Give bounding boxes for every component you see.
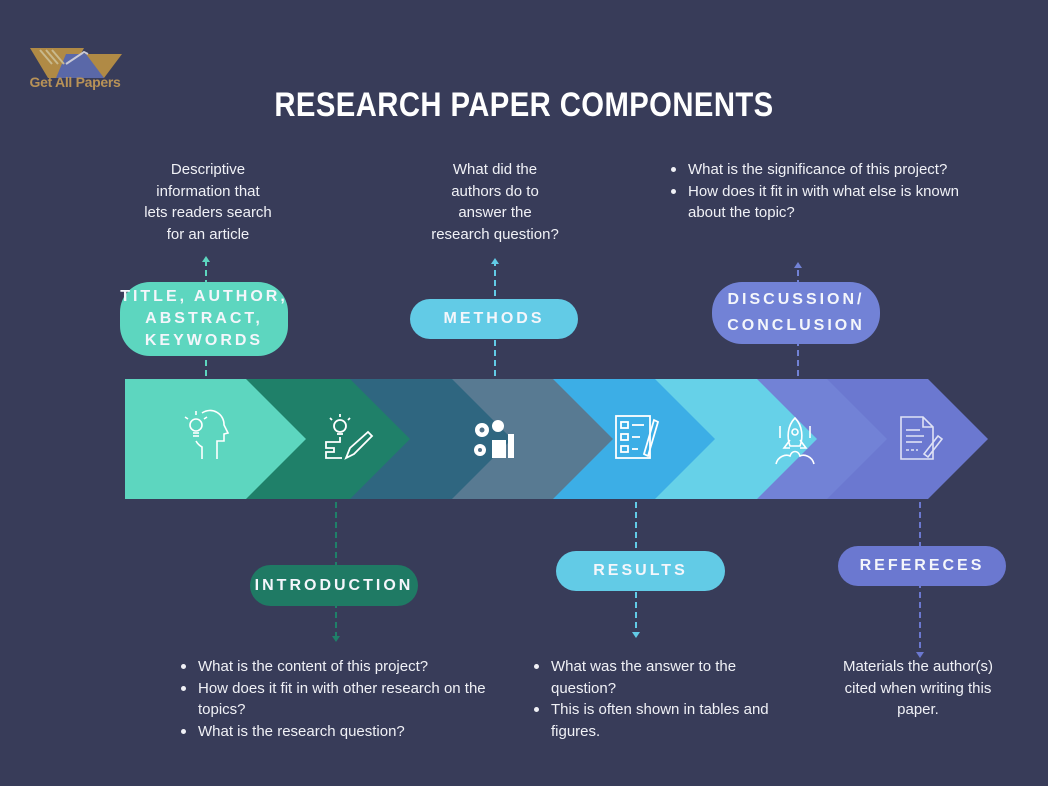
pill-label-line: KEYWORDS (144, 332, 264, 349)
references-description: Materials the author(s) cited when writi… (828, 656, 1008, 721)
bullet-item: What was the answer to the question? (534, 656, 791, 699)
pill-label: METHODS (443, 310, 545, 327)
logo-icon (30, 48, 122, 78)
gears-tools-icon (474, 420, 514, 458)
chevron-segment (655, 379, 817, 499)
head-lightbulb-icon (184, 409, 230, 459)
chevron-segment (125, 379, 306, 499)
description-line: cited when writing this (844, 679, 992, 697)
arrowhead-icon (794, 262, 802, 268)
description-line: information that (156, 182, 260, 200)
pill-label: REFERECES (859, 557, 985, 574)
methods-description: What did the authors do to answer the re… (410, 159, 580, 245)
pill-label-line: ABSTRACT, (145, 310, 263, 327)
chevron-segment (757, 379, 887, 499)
description-line: What did the (452, 161, 538, 178)
bullet-item: What is the research question? (181, 721, 508, 743)
introduction-bullets: What is the content of this project? How… (176, 656, 508, 742)
description-line: for an article (166, 225, 250, 243)
arrowhead-icon (491, 258, 499, 264)
description-line: paper. (897, 701, 939, 718)
references-pill: REFERECES (838, 546, 1006, 586)
pill-label: INTRODUCTION (254, 576, 414, 594)
bullet-item: What is the significance of this project… (671, 159, 968, 181)
pill-label: RESULTS (593, 562, 688, 579)
pill-label-line: CONCLUSION (727, 317, 865, 334)
discussion-pill: DISCUSSION/ CONCLUSION (712, 282, 880, 344)
page-title: RESEARCH PAPER COMPONENTS (274, 86, 774, 124)
pill-label-line: TITLE, AUTHOR, (120, 288, 288, 305)
description-line: authors do to (451, 182, 539, 200)
bullet-item: What is the content of this project? (181, 656, 508, 678)
bullet-item: How does it fit in with other research o… (181, 678, 508, 721)
description-line: answer the (458, 204, 532, 221)
description-line: Materials the author(s) (842, 658, 994, 675)
title-author-pill: TITLE, AUTHOR, ABSTRACT, KEYWORDS (120, 282, 288, 356)
chevron-segment (246, 379, 410, 499)
arrowhead-icon (632, 632, 640, 638)
description-line: research question? (431, 225, 559, 243)
arrowhead-icon (332, 636, 340, 642)
results-pill: RESULTS (556, 551, 725, 591)
results-bullets: What was the answer to the question? Thi… (529, 656, 791, 742)
pill-label-line: DISCUSSION/ (727, 291, 865, 308)
chevron-segment (553, 379, 715, 499)
rocket-icon (775, 416, 815, 465)
chevron-segment (827, 379, 988, 499)
description-line: Descriptive (170, 161, 246, 178)
title-author-description: Descriptive information that lets reader… (120, 159, 296, 245)
methods-pill: METHODS (410, 299, 578, 339)
document-pen-icon (900, 416, 944, 460)
bullet-item: How does it fit in with what else is kno… (671, 181, 968, 224)
bullet-item: This is often shown in tables and figure… (534, 699, 791, 742)
description-line: lets readers search (144, 204, 272, 221)
arrowhead-icon (202, 256, 210, 262)
idea-pencil-icon (325, 414, 374, 460)
introduction-pill: INTRODUCTION (250, 565, 418, 606)
arrowhead-icon (916, 652, 924, 658)
chevron-segment (452, 379, 613, 499)
logo-text: Get All Papers (29, 74, 121, 90)
discussion-bullets: What is the significance of this project… (666, 159, 968, 224)
checklist-icon (615, 415, 660, 459)
chevron-segment (350, 379, 512, 499)
